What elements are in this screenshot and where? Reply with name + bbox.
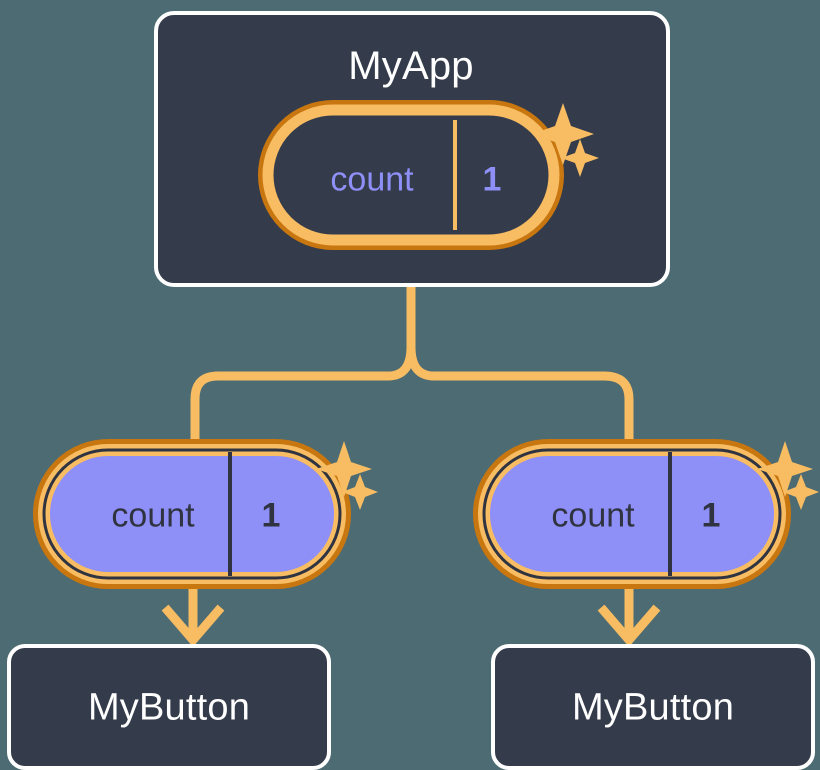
sparkle-icon-left <box>316 441 378 510</box>
sparkle-icon-root <box>532 103 599 177</box>
sparkle-icon-right <box>757 441 819 510</box>
connector-branch-right <box>406 346 634 452</box>
right-state-pill[interactable] <box>473 439 791 589</box>
connector-branch-left <box>190 346 416 452</box>
left-state-pill[interactable] <box>33 439 351 589</box>
root-state-pill[interactable] <box>258 100 564 250</box>
left-button-panel[interactable] <box>7 644 331 770</box>
right-button-panel[interactable] <box>491 644 815 770</box>
